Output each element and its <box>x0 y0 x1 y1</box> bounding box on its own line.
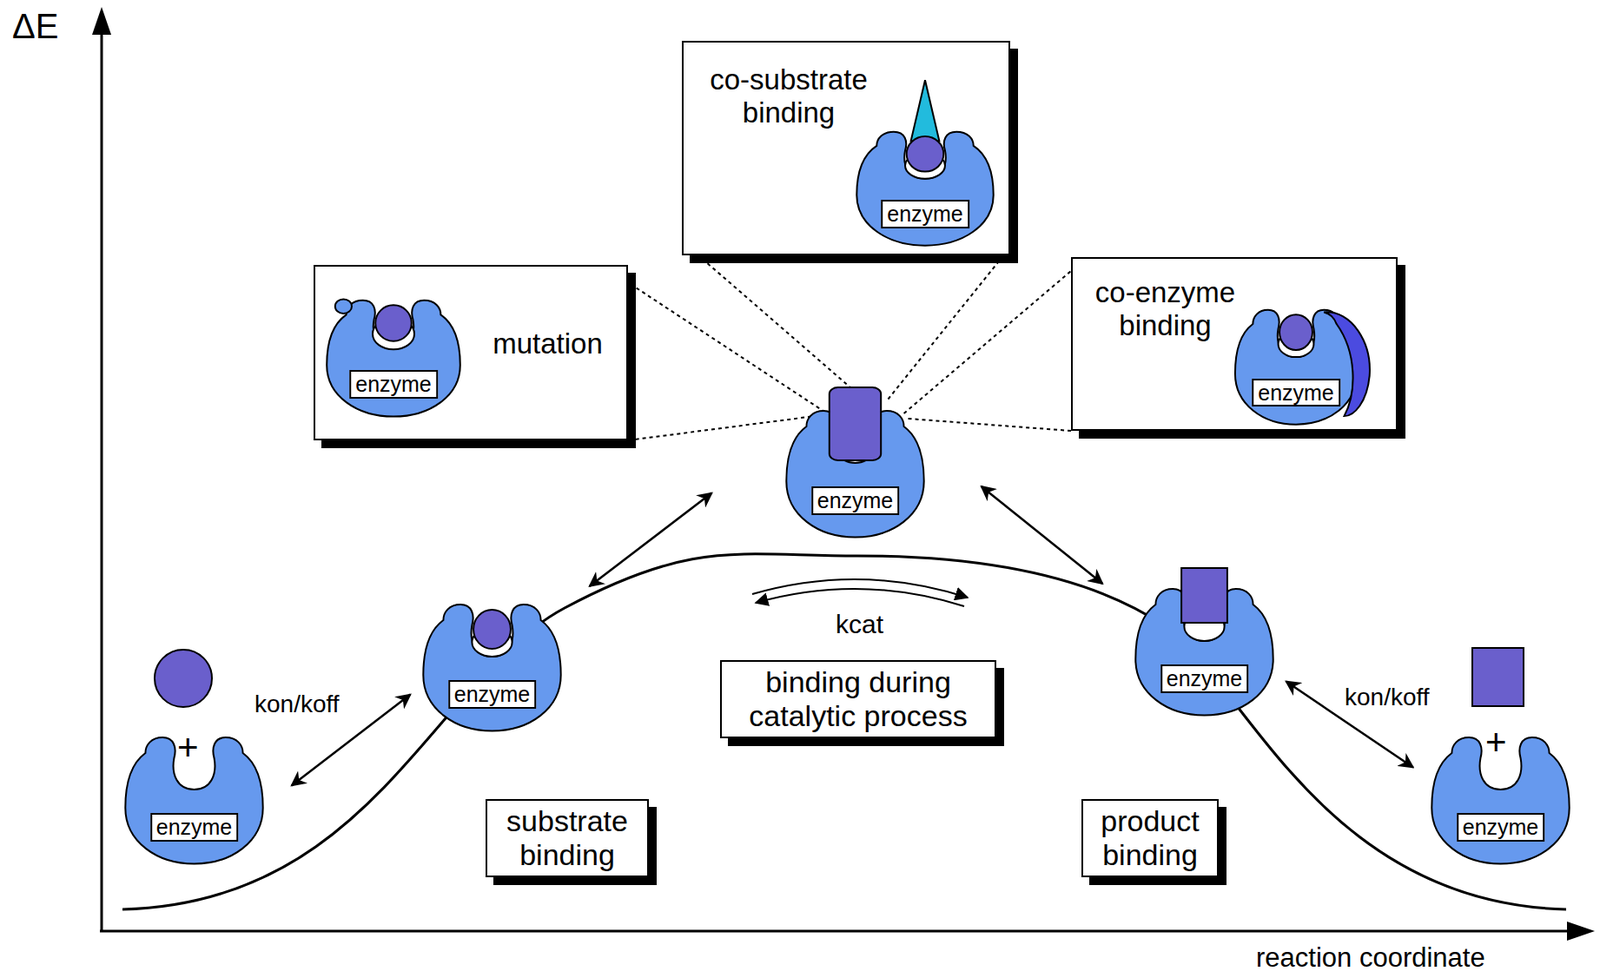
reaction-arrow <box>589 493 713 588</box>
connector-line <box>904 271 1072 414</box>
free-substrate <box>154 649 212 708</box>
enzyme-outline <box>420 601 564 733</box>
inset-title: co-enzyme binding <box>1076 276 1255 343</box>
enzyme-label: enzyme <box>811 486 900 516</box>
enzyme-label: enzyme <box>1251 378 1341 408</box>
enzyme-shape: enzyme <box>1132 586 1277 717</box>
axis-or-rate-label: reaction coordinate <box>1256 943 1486 973</box>
box-text: product binding <box>1091 804 1209 873</box>
inset-box: mutation enzyme <box>313 264 629 441</box>
reaction-arrow <box>981 486 1104 584</box>
text-box: binding during catalytic process <box>720 660 997 739</box>
connector-line <box>589 493 713 588</box>
y-axis-head <box>92 6 112 35</box>
free-product <box>1472 647 1524 707</box>
axis-or-rate-label: + <box>1485 722 1508 763</box>
enzyme-outline <box>853 129 997 247</box>
enzyme-label: enzyme <box>448 680 537 709</box>
axis-or-rate-label: ΔE <box>12 6 59 46</box>
enzyme-label: enzyme <box>349 370 438 399</box>
enzyme-outline <box>323 297 463 418</box>
box-text: substrate binding <box>495 804 639 873</box>
enzyme-label: enzyme <box>150 813 239 842</box>
enzyme-label: enzyme <box>1456 813 1546 842</box>
dotted-leader <box>904 271 1072 431</box>
dotted-leader <box>698 255 1005 400</box>
enzyme-shape: enzyme <box>323 297 463 418</box>
enzyme-label: enzyme <box>1160 664 1250 694</box>
axis-or-rate-label: + <box>177 727 199 768</box>
text-box: substrate binding <box>485 799 649 878</box>
connector-line <box>981 486 1104 584</box>
enzyme-outline <box>1132 586 1277 717</box>
enzyme-label: enzyme <box>880 199 970 229</box>
enzyme-outline <box>1232 307 1360 426</box>
inset-box: co-substrate binding enzyme <box>681 40 1011 256</box>
inset-title: co-substrate binding <box>688 63 889 130</box>
rate-label: kon/koff <box>251 691 343 719</box>
enzyme-shape: enzyme <box>853 129 997 247</box>
kcat-arrow <box>755 588 965 607</box>
energy-curve <box>122 554 1567 910</box>
enzyme-shape: enzyme <box>783 408 927 539</box>
connector-line <box>628 282 826 412</box>
text-box: product binding <box>1081 799 1219 878</box>
enzyme-shape: enzyme <box>1232 307 1360 426</box>
dotted-leader <box>628 282 826 441</box>
rate-label: kon/koff <box>1342 684 1433 712</box>
enzyme-shape: enzyme <box>420 601 564 733</box>
connector-line <box>628 415 826 442</box>
x-axis <box>99 930 1573 933</box>
x-axis-head <box>1566 921 1595 941</box>
inset-title: mutation <box>476 327 620 361</box>
box-text: binding during catalytic process <box>730 665 986 734</box>
connector-line <box>698 255 863 398</box>
inset-box: co-enzyme binding enzyme <box>1071 257 1398 431</box>
connector-line <box>908 418 1072 431</box>
y-axis <box>100 29 104 932</box>
axis-or-rate-label: kcat <box>835 609 884 639</box>
enzyme-outline <box>783 408 927 539</box>
connector-line <box>887 255 1004 400</box>
